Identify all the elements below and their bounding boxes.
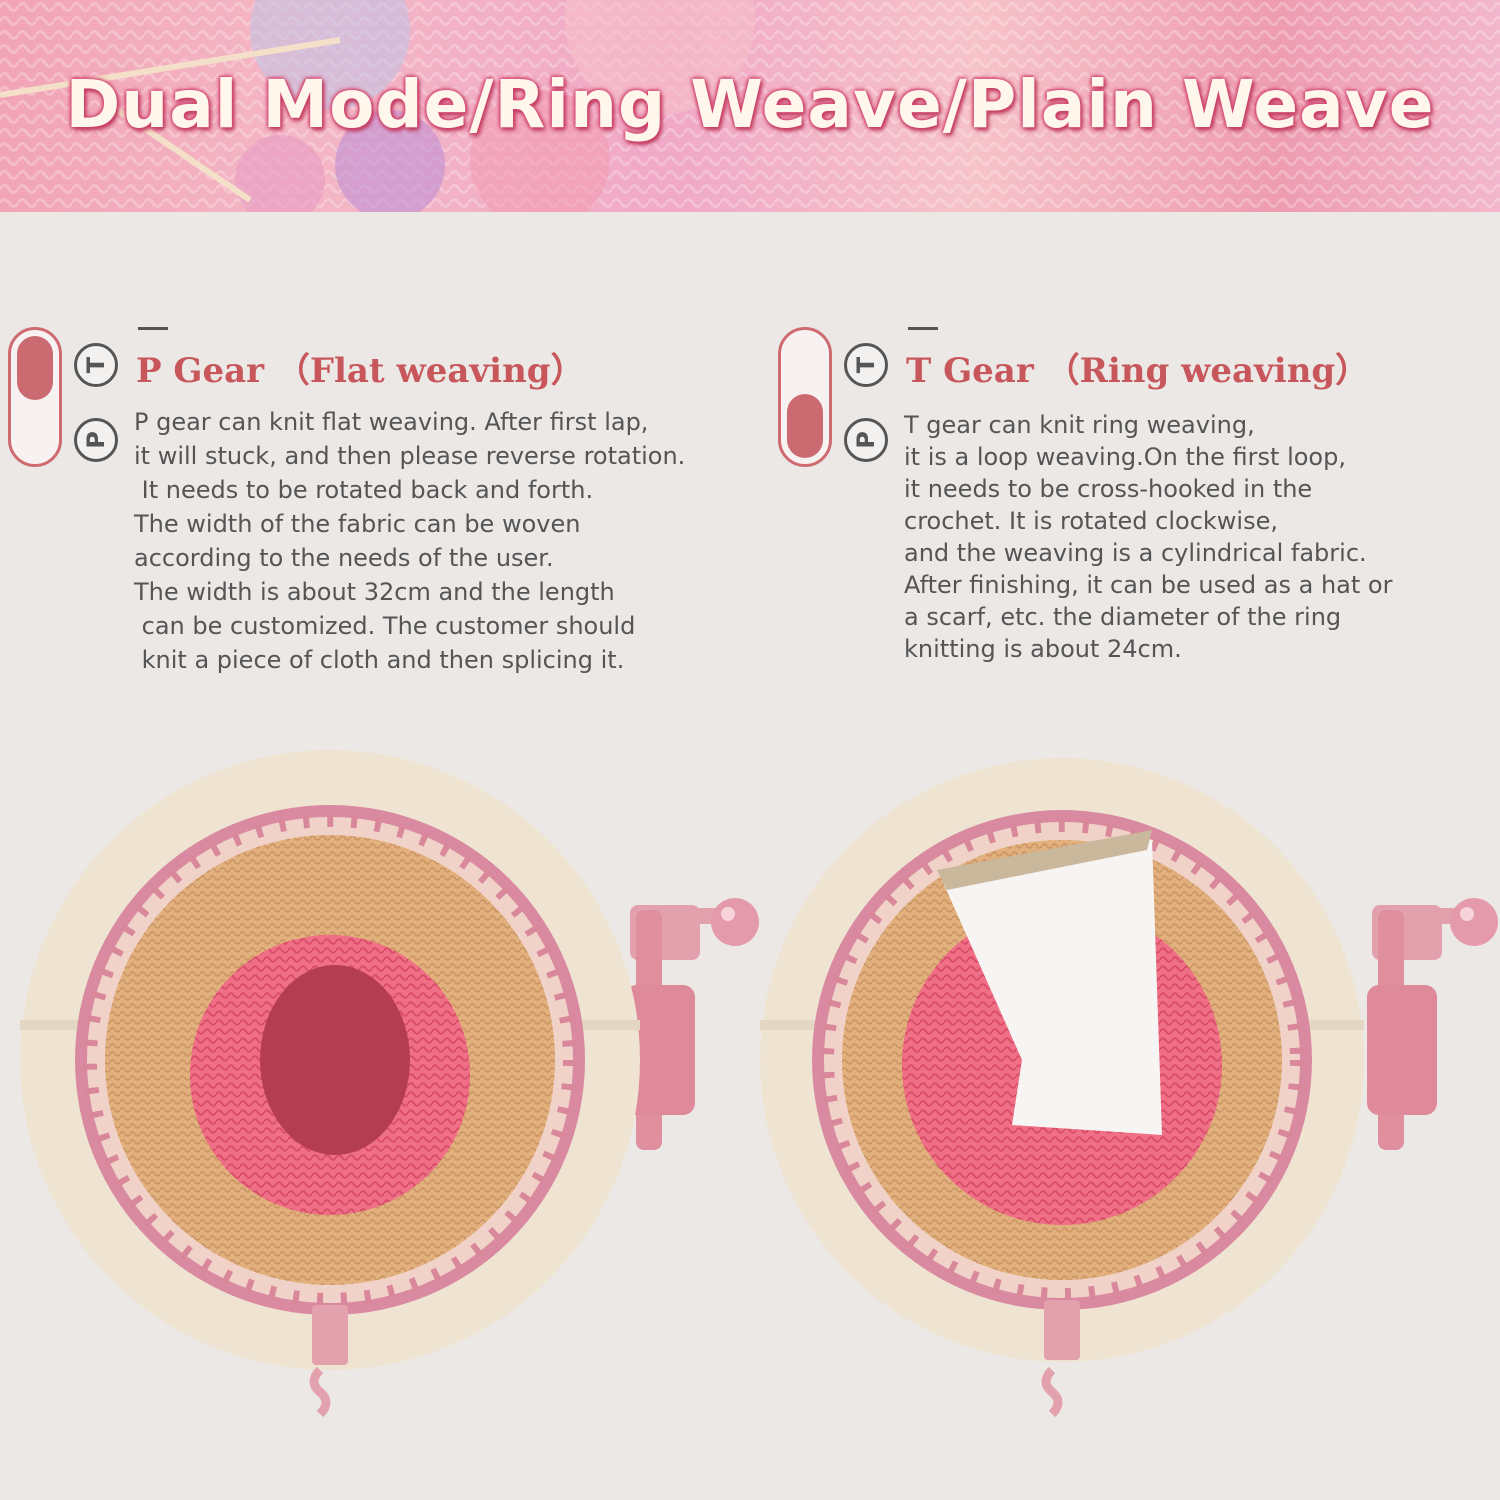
- t-gear-description: T gear can knit ring weaving, it is a lo…: [904, 411, 1393, 663]
- overline-mark: [138, 327, 168, 330]
- t-gear-icon: T: [74, 343, 118, 387]
- switch-knob: [787, 394, 823, 458]
- banner-title: Dual Mode/Ring Weave/Plain Weave: [65, 66, 1435, 143]
- p-gear-description: P gear can knit flat weaving. After firs…: [134, 408, 686, 674]
- p-gear-icon: P: [844, 418, 888, 462]
- crank-handle: [625, 898, 759, 1150]
- overline-mark: [908, 327, 938, 330]
- mode-switch[interactable]: [8, 327, 62, 467]
- t-gear-title: T Gear （Ring weaving）: [906, 327, 1369, 392]
- crank-handle: [1367, 898, 1498, 1150]
- header-banner: Dual Mode/Ring Weave/Plain Weave: [0, 0, 1500, 212]
- yarn-background: [0, 0, 1500, 212]
- p-gear-icon: P: [74, 418, 118, 462]
- mode-switch[interactable]: [778, 327, 832, 467]
- ring-weaving-loom-image: [760, 758, 1498, 1418]
- switch-knob: [17, 336, 53, 400]
- t-gear-icon: T: [844, 343, 888, 387]
- p-gear-title: P Gear （Flat weaving）: [136, 327, 585, 392]
- flat-weaving-loom-image: [20, 750, 759, 1418]
